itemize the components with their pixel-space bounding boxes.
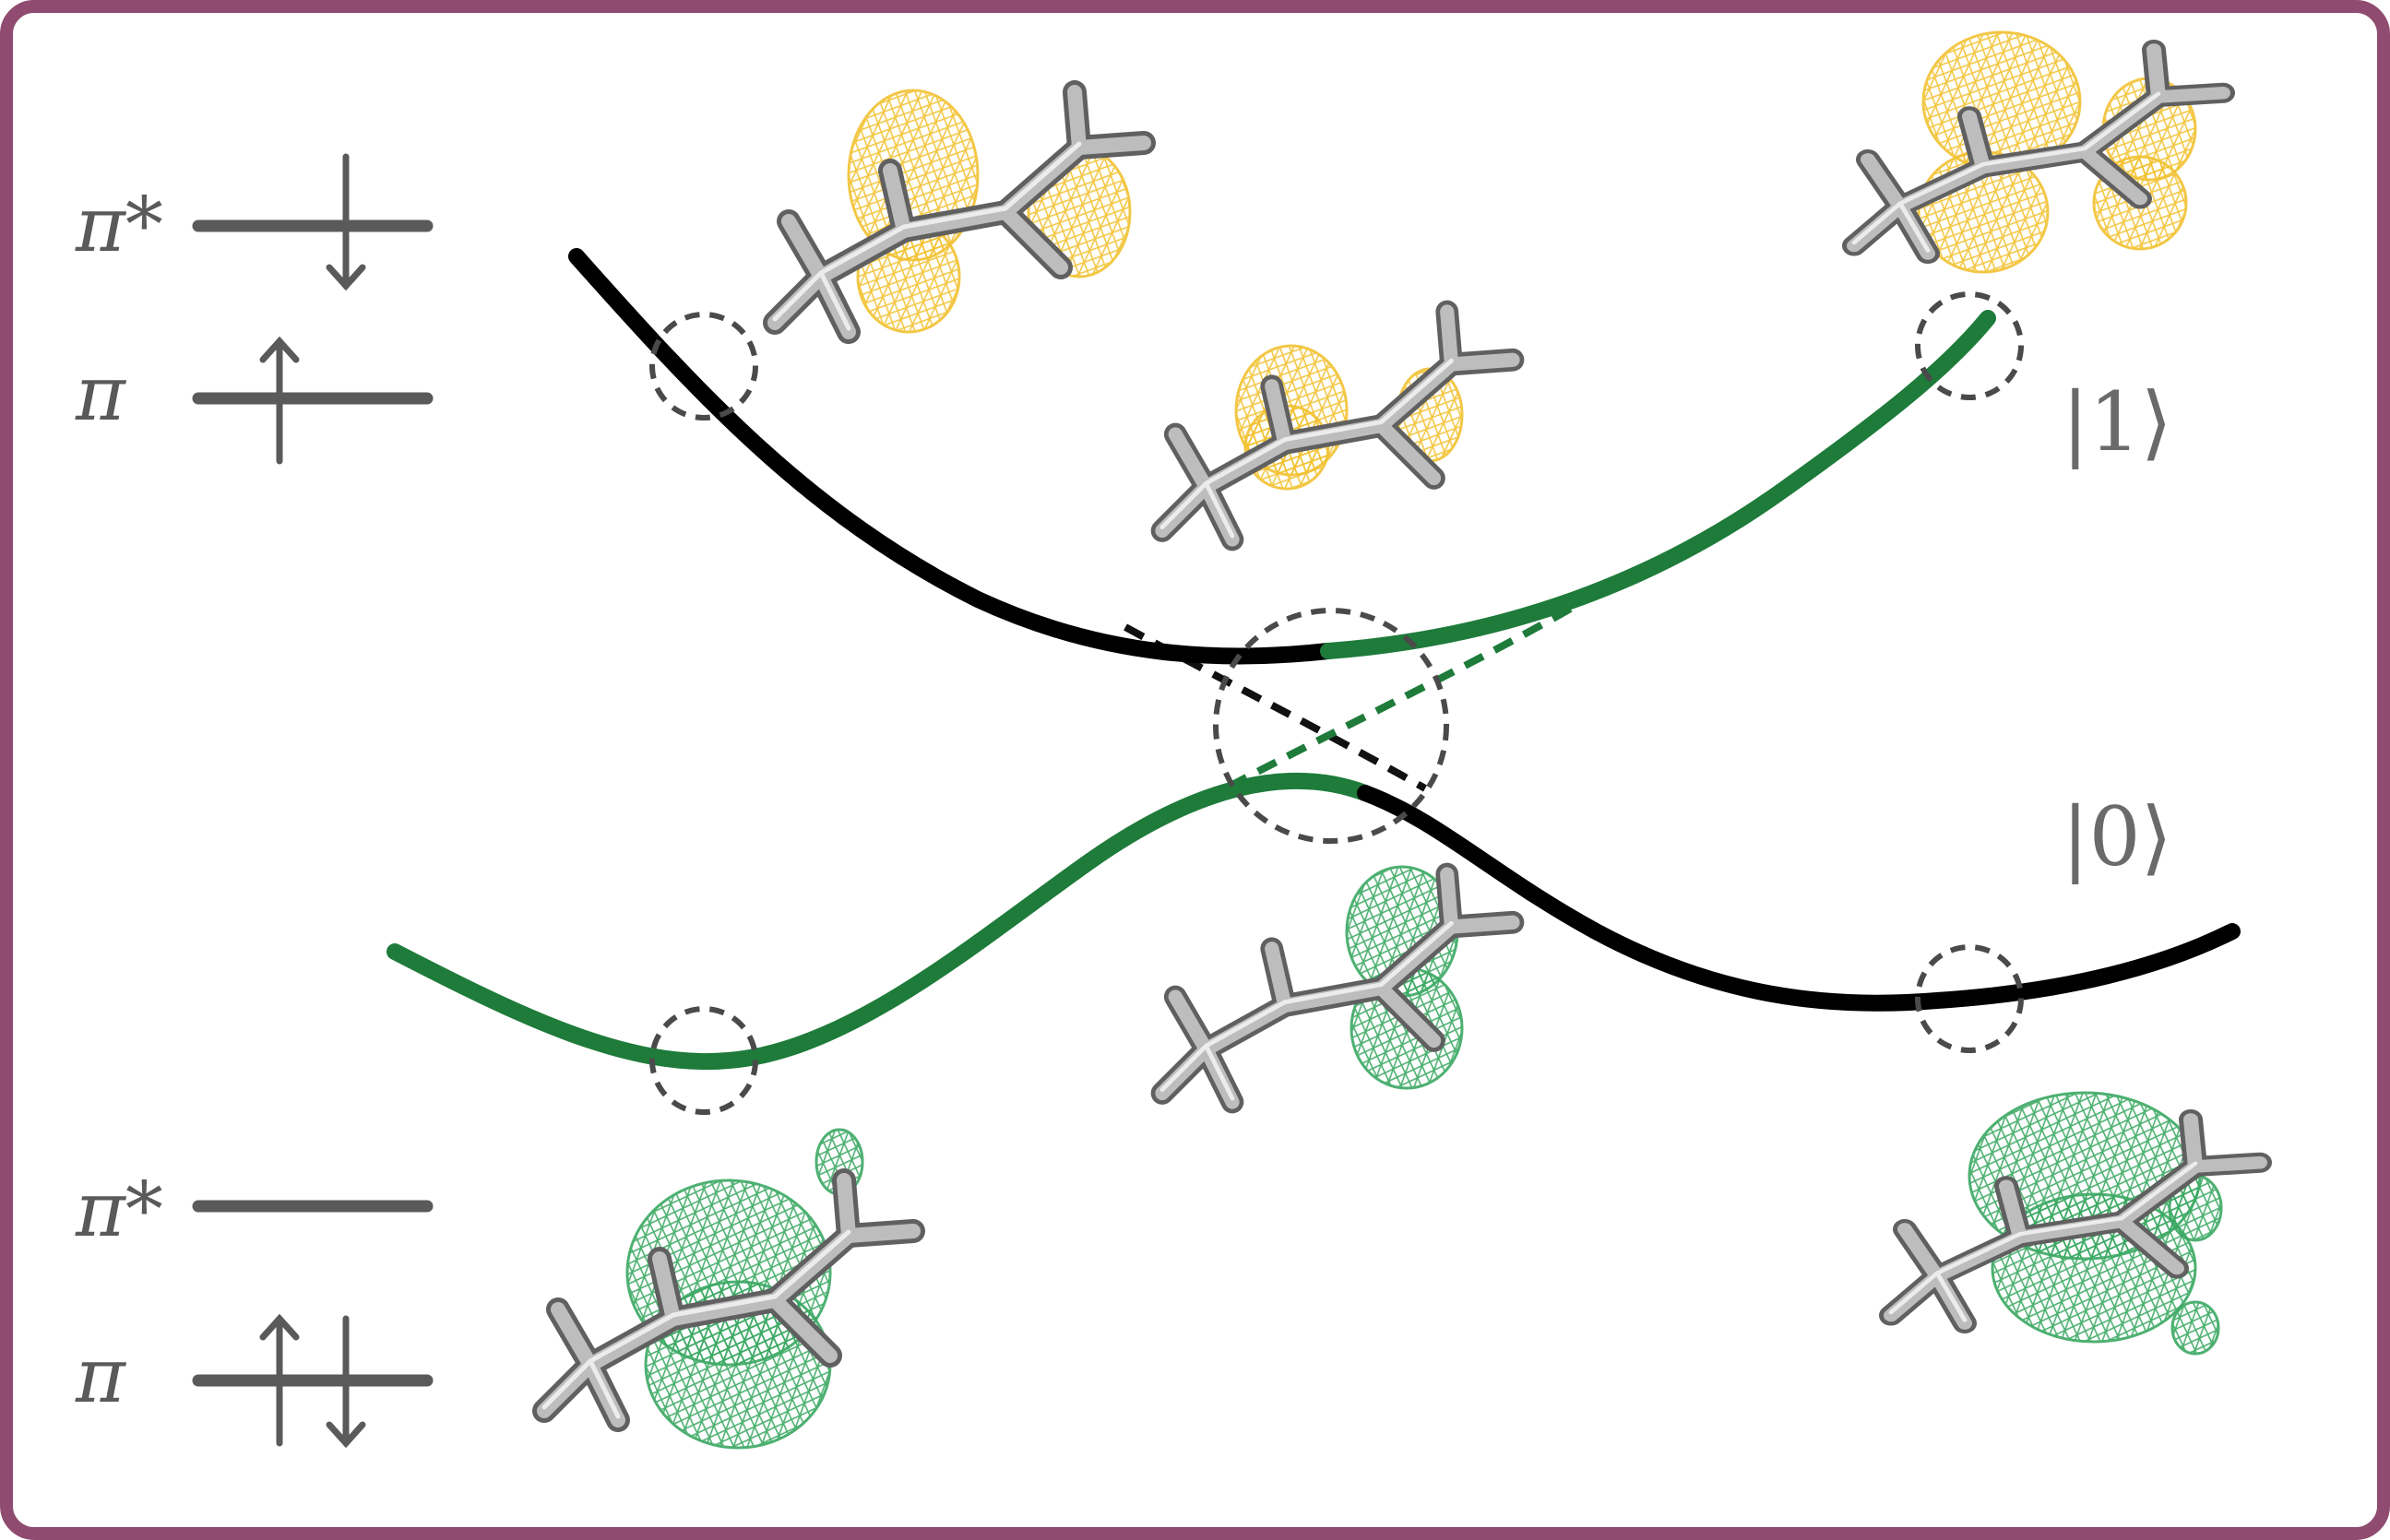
upper-config-pistar-label: π* [75, 182, 163, 269]
lower-configuration-diagram: π* π [75, 1167, 434, 1449]
excited-state-label: |1⟩ [2062, 374, 2172, 469]
spin-up-arrow-icon [259, 1313, 300, 1447]
marker-lower-right [1915, 944, 2024, 1053]
ground-state-curve-green [386, 772, 1373, 1070]
marker-conical-intersection [1213, 608, 1449, 844]
lower-config-pi-label: π [75, 1333, 127, 1420]
excited-state-curve-dark [568, 248, 1337, 665]
propene-molecule-icon [1162, 312, 1513, 539]
propene-molecule-icon [1162, 867, 1513, 1102]
excited-state-curve-green [1320, 310, 1996, 659]
upper-configuration-diagram: π* π [75, 153, 434, 465]
marker-upper-right [1915, 291, 2024, 400]
lower-config-pistar-label: π* [75, 1167, 163, 1254]
propene-molecule-icon [1891, 1091, 2260, 1356]
propene-molecule-icon [544, 1128, 913, 1450]
marker-lower-left [649, 1006, 758, 1115]
upper-config-pi-label: π [75, 350, 127, 438]
ground-state-curve-dark [1357, 785, 2241, 1012]
ground-state-label: |0⟩ [2062, 789, 2172, 884]
spin-down-arrow-icon [326, 1315, 366, 1449]
propene-molecule-icon [775, 90, 1144, 332]
spin-up-arrow-icon [259, 336, 300, 465]
spin-down-arrow-icon [326, 153, 366, 291]
geometry-markers [649, 291, 2024, 1115]
marker-upper-left [649, 312, 758, 421]
propene-molecule-icon [1854, 30, 2223, 274]
